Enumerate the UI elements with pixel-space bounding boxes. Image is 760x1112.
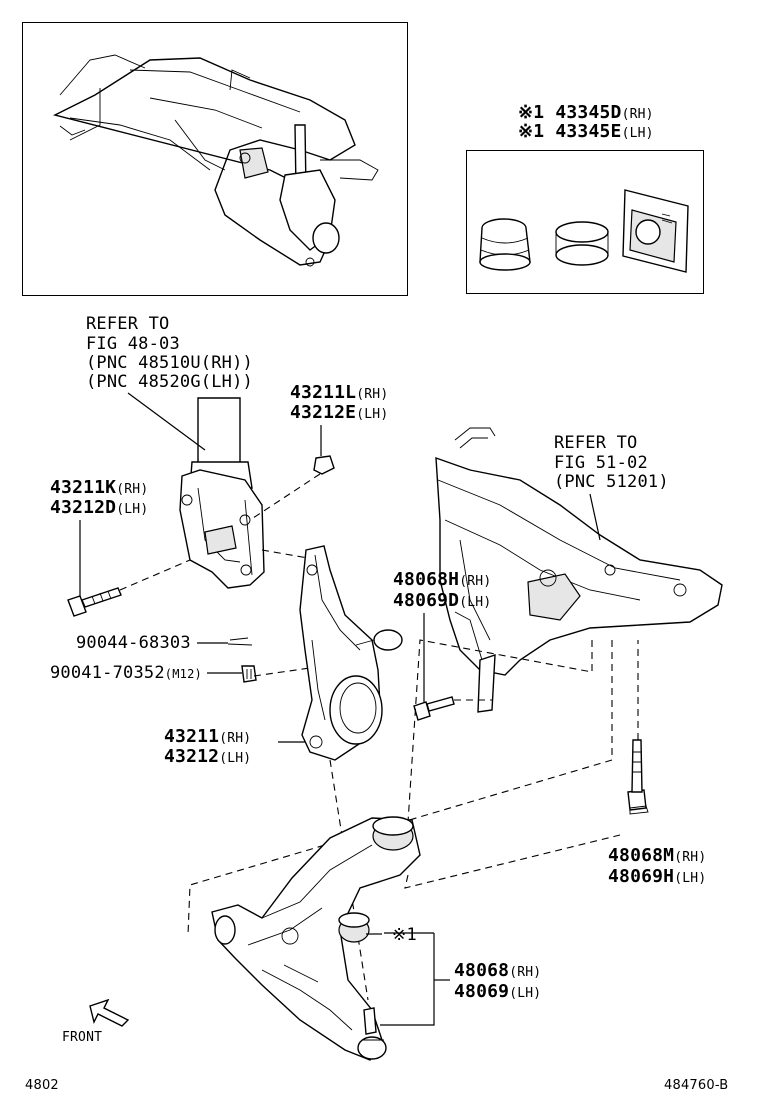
knuckle-label-rh: 43211(RH)	[164, 726, 252, 747]
front-label: FRONT	[62, 1030, 103, 1045]
repair-kit-parts	[479, 189, 689, 273]
nut-43211l	[313, 425, 335, 475]
strut-ref-line3: (PNC 48510U(RH))	[86, 353, 253, 373]
lower-arm-label-rh: 48068(RH)	[454, 960, 542, 981]
steering-knuckle	[278, 545, 403, 761]
lower-arm-bracket	[380, 933, 435, 1026]
nut-label-lh: 43212E(LH)	[290, 402, 389, 423]
bolt-label-rh: 43211K(RH)	[50, 477, 149, 498]
kit-label-lh: ※1 43345E(LH)	[518, 121, 654, 142]
castle-nut-label: 90041-70352(M12)	[50, 663, 202, 683]
crossmember-ref-line3: (PNC 51201)	[554, 472, 669, 492]
strut-ref-line4: (PNC 48520G(LH))	[86, 372, 253, 392]
knuckle-label-lh: 43212(LH)	[164, 746, 252, 767]
lower-arm-mark: ※1	[392, 925, 417, 945]
cotter-pin-label: 90044-68303	[76, 633, 191, 653]
crossmember-ref-line2: FIG 51-02	[554, 453, 648, 473]
strut-ref-leader	[127, 392, 206, 451]
front-bolt-label-lh: 48069D(LH)	[393, 590, 492, 611]
strut-assembly	[179, 397, 265, 589]
bolt-48068m	[627, 739, 649, 815]
bolt-43211k	[67, 520, 122, 617]
rear-bolt-label-lh: 48069H(LH)	[608, 866, 707, 887]
bolt-48068h	[413, 613, 455, 721]
crossmember-ref-line1: REFER TO	[554, 433, 638, 453]
nut-label-rh: 43211L(RH)	[290, 382, 389, 403]
footer-left: 4802	[25, 1078, 59, 1093]
crossmember-ref-leader	[589, 493, 601, 541]
kit-label-rh: ※1 43345D(RH)	[518, 102, 654, 123]
bolt-label-lh: 43212D(LH)	[50, 497, 149, 518]
crossmember	[435, 427, 723, 713]
strut-ref-line2: FIG 48-03	[86, 334, 180, 354]
footer-right: 484760-B	[664, 1078, 729, 1093]
overview-inset	[22, 22, 408, 296]
overview-subframe	[53, 54, 379, 267]
cotter-pin	[197, 637, 253, 646]
repair-kit-inset	[466, 150, 704, 294]
rear-bolt-label-rh: 48068M(RH)	[608, 845, 707, 866]
lower-control-arm	[211, 816, 421, 1061]
lower-arm-label-lh: 48069(LH)	[454, 981, 542, 1002]
front-arrow-icon	[89, 998, 130, 1027]
castle-nut	[207, 665, 257, 683]
strut-ref-line1: REFER TO	[86, 314, 170, 334]
front-bolt-label-rh: 48068H(RH)	[393, 569, 492, 590]
